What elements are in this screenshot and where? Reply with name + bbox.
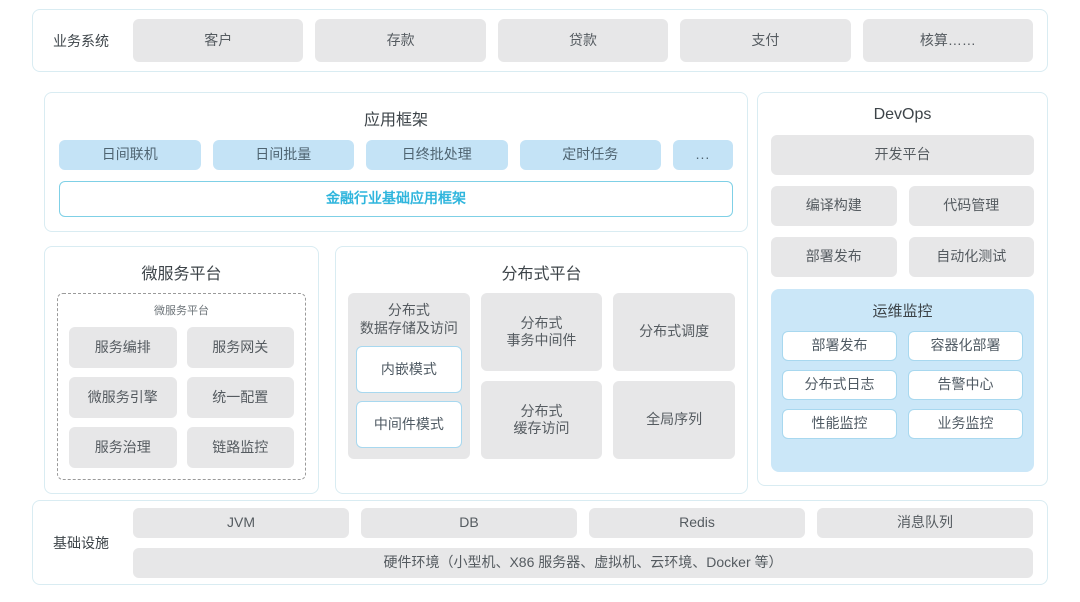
- app-chip-scheduled-task[interactable]: 定时任务: [519, 140, 661, 170]
- business-chip-loan[interactable]: 贷款: [497, 19, 669, 62]
- infrastructure-label: 基础设施: [53, 534, 109, 551]
- ops-chip-distributed-log[interactable]: 分布式日志: [782, 370, 897, 400]
- business-system-chips: 客户 存款 贷款 支付 核算……: [133, 19, 1034, 62]
- distributed-storage-line2: 数据存储及访问: [359, 319, 458, 336]
- app-chip-eod-batch[interactable]: 日终批处理: [366, 140, 508, 170]
- middle-left-column: 应用框架 日间联机 日间批量 日终批处理 定时任务 ... 金融行业基础应用框架…: [44, 92, 748, 494]
- infrastructure-card: 基础设施 JVM DB Redis 消息队列 硬件环境（小型机、X86 服务器、…: [32, 500, 1048, 585]
- ops-chip-deploy-release[interactable]: 部署发布: [782, 331, 897, 361]
- business-chip-deposit[interactable]: 存款: [315, 19, 486, 62]
- distributed-scheduling[interactable]: 分布式调度: [613, 293, 735, 371]
- business-chip-payment[interactable]: 支付: [680, 19, 851, 62]
- distributed-storage-line1: 分布式: [387, 302, 430, 318]
- microservice-chip-gateway[interactable]: 服务网关: [186, 327, 294, 368]
- business-chip-accounting[interactable]: 核算……: [862, 19, 1034, 62]
- microservice-chip-governance[interactable]: 服务治理: [69, 427, 177, 468]
- business-system-label: 业务系统: [53, 32, 109, 49]
- infra-chip-message-queue[interactable]: 消息队列: [817, 507, 1033, 538]
- distributed-platform-card: 分布式平台 分布式 数据存储及访问 内嵌模式 中间件模式 分布式 事务中间: [335, 246, 748, 494]
- microservice-chip-engine[interactable]: 微服务引擎: [69, 377, 177, 418]
- devops-chip-dev-platform[interactable]: 开发平台: [771, 135, 1034, 175]
- microservice-platform-title: 微服务平台: [141, 266, 222, 283]
- ops-chip-business-monitor[interactable]: 业务监控: [908, 409, 1023, 439]
- microservice-dashed-box: 微服务平台 服务编排 服务网关 微服务引擎 统一配置 服务治理 链路监控: [57, 293, 306, 480]
- app-framework-title: 应用框架: [363, 112, 428, 129]
- infrastructure-chips: JVM DB Redis 消息队列: [133, 507, 1033, 538]
- dtm-line2: 事务中间件: [506, 332, 577, 348]
- microservice-chip-orchestration[interactable]: 服务编排: [69, 327, 177, 368]
- devops-item-grid: 编译构建 代码管理 部署发布 自动化测试: [771, 186, 1034, 277]
- app-chip-more[interactable]: ...: [673, 140, 733, 170]
- devops-card: DevOps 开发平台 编译构建 代码管理 部署发布 自动化测试 运维监控 部署…: [757, 92, 1048, 486]
- dtm-line1: 分布式: [520, 314, 563, 331]
- app-chip-daytime-batch[interactable]: 日间批量: [212, 140, 354, 170]
- app-chip-daytime-online[interactable]: 日间联机: [59, 140, 201, 170]
- distributed-platform-title: 分布式平台: [501, 266, 582, 283]
- dca-line2: 缓存访问: [513, 420, 570, 436]
- base-application-framework-bar[interactable]: 金融行业基础应用框架: [59, 181, 733, 217]
- microservice-inner-title: 微服务平台: [154, 305, 209, 317]
- platform-row: 微服务平台 微服务平台 服务编排 服务网关 微服务引擎 统一配置 服务治理 链路…: [44, 246, 748, 494]
- infrastructure-stack: JVM DB Redis 消息队列 硬件环境（小型机、X86 服务器、虚拟机、云…: [133, 507, 1033, 578]
- infra-hardware-environment[interactable]: 硬件环境（小型机、X86 服务器、虚拟机、云环境、Docker 等）: [133, 547, 1033, 578]
- app-framework-chip-row: 日间联机 日间批量 日终批处理 定时任务 ...: [59, 140, 733, 170]
- ops-chip-performance-monitor[interactable]: 性能监控: [782, 409, 897, 439]
- microservice-item-grid: 服务编排 服务网关 微服务引擎 统一配置 服务治理 链路监控: [69, 327, 294, 468]
- distributed-transaction-middleware[interactable]: 分布式 事务中间件: [480, 293, 603, 371]
- distributed-grid: 分布式 数据存储及访问 内嵌模式 中间件模式 分布式 事务中间件 分布式调度: [348, 293, 735, 459]
- storage-mode-middleware[interactable]: 中间件模式: [356, 401, 462, 448]
- ops-chip-alert-center[interactable]: 告警中心: [908, 370, 1023, 400]
- microservice-platform-card: 微服务平台 微服务平台 服务编排 服务网关 微服务引擎 统一配置 服务治理 链路…: [44, 246, 319, 494]
- business-system-card: 业务系统 客户 存款 贷款 支付 核算……: [32, 9, 1048, 72]
- storage-mode-embedded[interactable]: 内嵌模式: [356, 346, 462, 393]
- distributed-data-storage-block[interactable]: 分布式 数据存储及访问 内嵌模式 中间件模式: [348, 293, 470, 459]
- infra-chip-jvm[interactable]: JVM: [133, 507, 349, 538]
- devops-chip-automated-test[interactable]: 自动化测试: [908, 237, 1034, 277]
- distributed-data-storage-label: 分布式 数据存储及访问: [360, 302, 458, 337]
- ops-monitor-panel: 运维监控 部署发布 容器化部署 分布式日志 告警中心 性能监控 业务监控: [771, 289, 1034, 472]
- dtm-text: 分布式 事务中间件: [506, 315, 576, 349]
- microservice-chip-unified-config[interactable]: 统一配置: [186, 377, 294, 418]
- devops-title: DevOps: [873, 106, 932, 123]
- dca-line1: 分布式: [520, 402, 563, 419]
- devops-chip-code-management[interactable]: 代码管理: [908, 186, 1034, 226]
- app-framework-card: 应用框架 日间联机 日间批量 日终批处理 定时任务 ... 金融行业基础应用框架: [44, 92, 748, 232]
- ops-chip-container-deploy[interactable]: 容器化部署: [908, 331, 1023, 361]
- ops-monitor-title: 运维监控: [872, 303, 933, 320]
- ops-monitor-grid: 部署发布 容器化部署 分布式日志 告警中心 性能监控 业务监控: [782, 331, 1023, 439]
- infra-chip-redis[interactable]: Redis: [589, 507, 805, 538]
- global-sequence[interactable]: 全局序列: [613, 381, 735, 459]
- microservice-chip-trace-monitor[interactable]: 链路监控: [186, 427, 294, 468]
- devops-chip-deploy-release[interactable]: 部署发布: [771, 237, 897, 277]
- distributed-cache-access[interactable]: 分布式 缓存访问: [480, 381, 603, 459]
- dca-text: 分布式 缓存访问: [513, 403, 569, 437]
- devops-chip-compile-build[interactable]: 编译构建: [771, 186, 897, 226]
- infra-chip-db[interactable]: DB: [361, 507, 577, 538]
- business-chip-customer[interactable]: 客户: [133, 19, 304, 62]
